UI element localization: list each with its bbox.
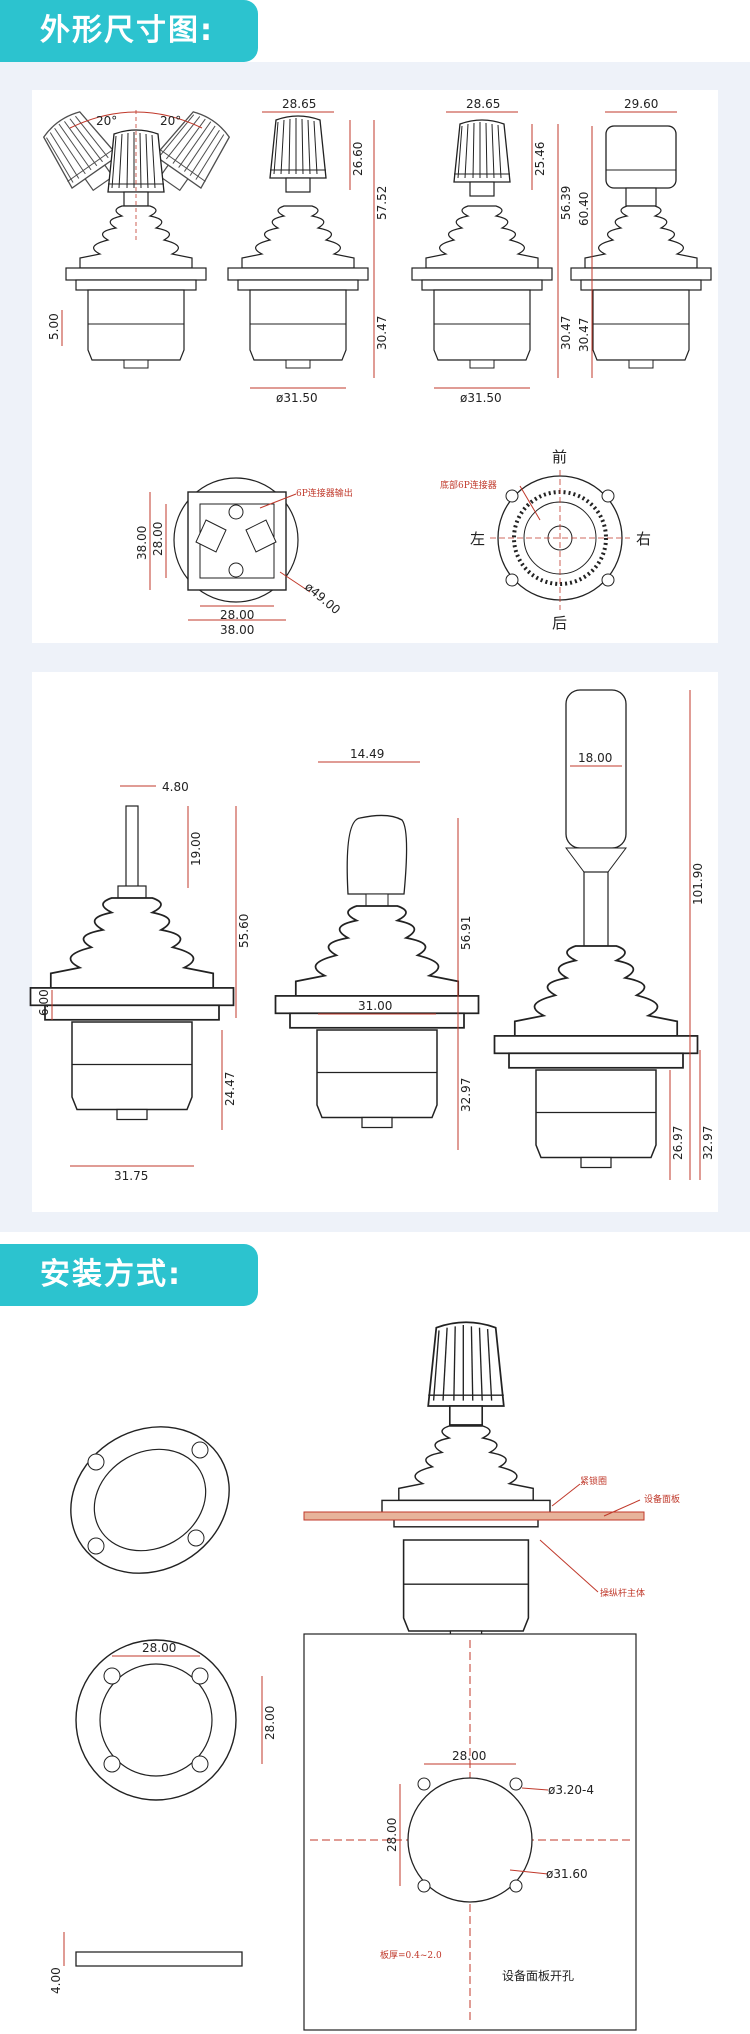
view-tilt: 20° 20° 5.00 <box>35 104 238 369</box>
view-front-3: 28.65 25.46 56.39 30.47 ø31.50 <box>411 97 573 405</box>
b-h1-label: 56.91 <box>459 916 473 950</box>
direction-left: 左 <box>470 530 485 548</box>
label-body: 操纵杆主体 <box>600 1587 645 1599</box>
c-h2-label: 26.97 <box>671 1126 685 1160</box>
view3-h3-label: 30.47 <box>559 316 573 350</box>
view2-h2-label: 57.52 <box>375 186 389 220</box>
angle-right-label: 20° <box>160 114 181 128</box>
view-bottom-round: 底部6P连接器 前 后 左 右 <box>440 448 651 632</box>
cut-caption: 设备面板开孔 <box>502 1969 574 1983</box>
direction-back: 后 <box>552 614 567 632</box>
view2-top-label: 28.65 <box>282 97 316 111</box>
b-h2-label: 32.97 <box>459 1078 473 1112</box>
cut-hole-label: ø3.20-4 <box>548 1783 594 1797</box>
view-front-2: 28.65 26.60 57.52 30.47 ø31.50 <box>227 97 389 405</box>
view1-height-label: 5.00 <box>47 313 61 340</box>
ring-h-label: 28.00 <box>263 1706 277 1740</box>
view2-h3-label: 30.47 <box>375 316 389 350</box>
cut-w-label: 28.00 <box>452 1749 486 1763</box>
view3-h2-label: 56.39 <box>559 186 573 220</box>
b-mid-label: 31.00 <box>358 999 392 1013</box>
ring-w-label: 28.00 <box>142 1641 176 1655</box>
bottom-h1-label: 38.00 <box>135 526 149 560</box>
direction-front: 前 <box>552 448 567 466</box>
ring-side-view: 4.00 <box>49 1932 243 1994</box>
view-front-4: 29.60 60.40 30.47 <box>570 97 712 378</box>
ring-perspective <box>70 1426 230 1574</box>
ring-top-view: 28.00 28.00 <box>75 1639 277 1801</box>
a-h1-label: 19.00 <box>189 832 203 866</box>
view4-h2-label: 30.47 <box>577 318 591 352</box>
bottom-w2-label: 28.00 <box>220 608 254 622</box>
view3-h1-label: 25.46 <box>533 142 547 176</box>
cut-dia-label: ø31.60 <box>546 1867 588 1881</box>
c-h3-label: 32.97 <box>701 1126 715 1160</box>
angle-left-label: 20° <box>96 114 117 128</box>
view4-top-label: 29.60 <box>624 97 658 111</box>
c-mid-label: 18.00 <box>578 751 612 765</box>
label-nut: 紧锁圈 <box>580 1475 607 1487</box>
cut-h-label: 28.00 <box>385 1818 399 1852</box>
c-h1-label: 101.90 <box>691 863 705 905</box>
bottom-h2-label: 28.00 <box>151 522 165 556</box>
ring-thick-label: 4.00 <box>49 1967 63 1994</box>
section-title-dimensions: 外形尺寸图: <box>0 0 258 62</box>
connector-label: 6P连接器输出 <box>296 487 353 499</box>
view2-h1-label: 26.60 <box>351 142 365 176</box>
b-top-label: 14.49 <box>350 747 384 761</box>
view4-h1-label: 60.40 <box>577 192 591 226</box>
view-rounded-handle: 14.49 56.91 31.00 32.97 <box>274 747 480 1150</box>
label-panel: 设备面板 <box>644 1493 680 1505</box>
bottom-dia-label: ø49.00 <box>302 580 343 618</box>
a-h2-label: 55.60 <box>237 914 251 948</box>
section-title-installation: 安装方式: <box>0 1244 258 1306</box>
a-left-label: 6.00 <box>37 989 51 1016</box>
panel-cutout: 28.00 28.00 ø3.20-4 ø31.60 板厚=0.4~2.0 设备… <box>303 1633 637 2031</box>
view3-bottom-label: ø31.50 <box>460 391 502 405</box>
a-top-label: 4.80 <box>162 780 189 794</box>
view3-top-label: 28.65 <box>466 97 500 111</box>
view-shaft: 4.80 19.00 55.60 6.00 24.47 31.75 <box>29 780 251 1183</box>
a-bottom-label: 31.75 <box>114 1169 148 1183</box>
mounted-joystick: 紧锁圈 设备面板 操纵杆主体 <box>303 1321 680 1643</box>
a-h3-label: 24.47 <box>223 1072 237 1106</box>
view2-bottom-label: ø31.50 <box>276 391 318 405</box>
view-tall-handle: 18.00 101.90 26.97 32.97 <box>493 689 715 1180</box>
bottom-connector-label: 底部6P连接器 <box>440 479 497 491</box>
bottom-w1-label: 38.00 <box>220 623 254 637</box>
direction-right: 右 <box>636 530 651 548</box>
cut-note: 板厚=0.4~2.0 <box>380 1949 442 1961</box>
view-bottom-square: 38.00 28.00 38.00 28.00 ø49.00 6P连接器输出 <box>135 477 353 637</box>
